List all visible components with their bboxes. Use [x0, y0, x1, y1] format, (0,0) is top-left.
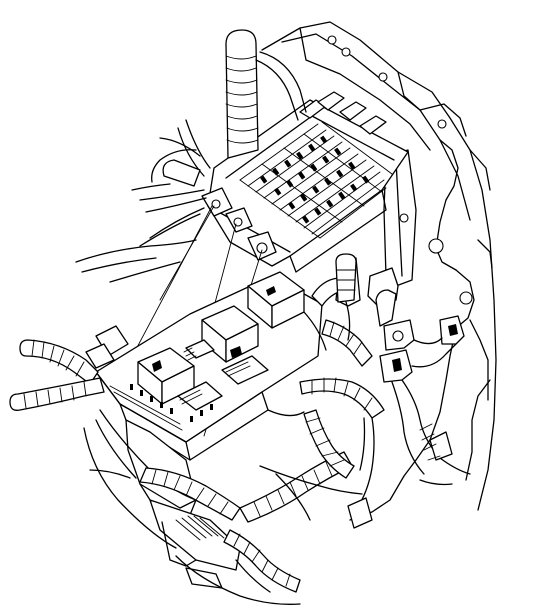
left-harness-looms — [9, 325, 197, 549]
left-wire-fan — [75, 119, 211, 283]
lower-relay-center — [95, 271, 323, 461]
vertical-harness-loom — [225, 29, 307, 159]
relay-boxes — [137, 271, 305, 411]
center-vertical-loom — [335, 253, 357, 341]
fuse-array — [260, 135, 370, 224]
misc-wires — [89, 311, 453, 521]
bottom-harness-looms — [139, 451, 353, 605]
lower-side-module — [125, 419, 241, 571]
body-panel-bracket — [261, 21, 497, 521]
right-harness-looms — [299, 277, 471, 529]
mounting-bracket — [335, 149, 417, 307]
